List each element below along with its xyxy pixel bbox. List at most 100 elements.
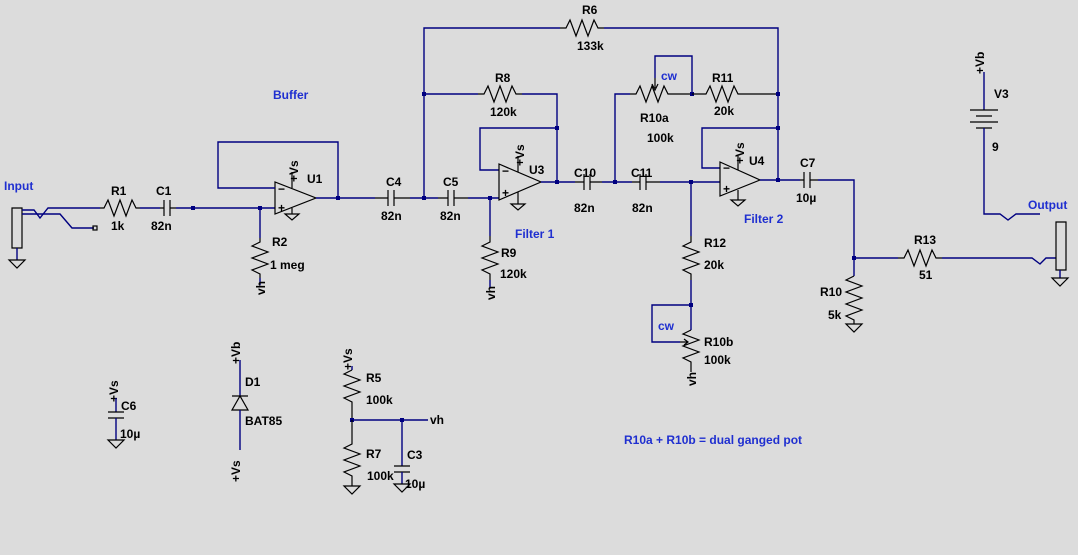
v3-rail: +Vb	[973, 52, 987, 74]
buffer-label: Buffer	[273, 88, 309, 102]
r10a-value: 100k	[647, 131, 674, 145]
ganged-pot-note: R10a + R10b = dual ganged pot	[624, 433, 802, 447]
r10-value: 5k	[828, 308, 842, 322]
d1-value: BAT85	[245, 414, 282, 428]
r10b-name: R10b	[704, 335, 733, 349]
r9-resistor	[480, 236, 500, 280]
u1-name: U1	[307, 172, 323, 186]
filter2-label: Filter 2	[744, 212, 784, 226]
r9-vh: vh	[484, 286, 498, 300]
d1-name: D1	[245, 375, 261, 389]
r10-resistor	[844, 275, 864, 324]
c4-capacitor	[375, 190, 410, 206]
c10-capacitor	[575, 174, 602, 190]
r12-name: R12	[704, 236, 726, 250]
c11-name: C11	[631, 166, 653, 180]
u4-name: U4	[749, 154, 765, 168]
c3-capacitor	[392, 420, 412, 493]
c7-name: C7	[800, 156, 816, 170]
c11-capacitor	[632, 174, 660, 190]
r5-value: 100k	[366, 393, 393, 407]
cw-label-bottom: cw	[658, 319, 675, 333]
r1-value: 1k	[111, 219, 125, 233]
c4-name: C4	[386, 175, 402, 189]
v3-value: 9	[992, 140, 999, 154]
c7-value: 10µ	[796, 191, 816, 205]
r5-resistor	[342, 369, 362, 420]
c3-name: C3	[407, 448, 423, 462]
u4-opamp: − +	[719, 156, 762, 207]
c5-capacitor	[438, 190, 468, 206]
r9-name: R9	[501, 246, 517, 260]
d1-diode	[230, 360, 250, 450]
input-jack	[7, 207, 98, 269]
r2-value: 1 meg	[270, 258, 305, 272]
filter1-label: Filter 1	[515, 227, 555, 241]
r10b-vh: vh	[685, 372, 699, 386]
r10-name: R10	[820, 285, 842, 299]
cw-label-top: cw	[661, 69, 678, 83]
output-jack	[1050, 221, 1070, 287]
r12-value: 20k	[704, 258, 724, 272]
v3-battery	[970, 72, 1040, 221]
c5-value: 82n	[440, 209, 461, 223]
r8-resistor	[478, 84, 522, 104]
u3-supply: +Vs	[513, 144, 527, 166]
r10b-value: 100k	[704, 353, 731, 367]
r13-resistor	[898, 248, 942, 268]
r2-vh: vh	[254, 281, 268, 295]
c1-value: 82n	[151, 219, 172, 233]
r13-name: R13	[914, 233, 936, 247]
svg-text:+: +	[502, 186, 509, 200]
r2-resistor	[250, 238, 270, 278]
u1-opamp: − +	[274, 172, 318, 221]
u4-supply: +Vs	[733, 142, 747, 164]
r13-value: 51	[919, 268, 933, 282]
r12-resistor	[681, 236, 701, 280]
divider-vh: vh	[430, 413, 444, 427]
c5-name: C5	[443, 175, 459, 189]
c10-value: 82n	[574, 201, 595, 215]
r8-value: 120k	[490, 105, 517, 119]
u1-supply: +Vs	[287, 160, 301, 182]
c4-value: 82n	[381, 209, 402, 223]
c6-capacitor	[106, 398, 126, 449]
c6-name: C6	[121, 399, 137, 413]
u3-opamp: − +	[498, 156, 543, 211]
r9-value: 120k	[500, 267, 527, 281]
output-label: Output	[1028, 198, 1067, 212]
r10b-pot	[681, 329, 701, 372]
svg-text:−: −	[723, 161, 730, 175]
c1-name: C1	[156, 184, 172, 198]
r6-name: R6	[582, 3, 598, 17]
d1-rail-bottom: +Vs	[229, 460, 243, 482]
c6-rail: +Vs	[107, 380, 121, 402]
v3-name: V3	[994, 87, 1009, 101]
svg-text:−: −	[278, 182, 285, 196]
r7-resistor	[342, 420, 362, 486]
c7-capacitor	[800, 172, 818, 188]
c3-value: 10µ	[405, 477, 425, 491]
r8-name: R8	[495, 71, 511, 85]
r5-rail: +Vs	[341, 348, 355, 370]
r1-resistor	[100, 198, 140, 218]
c1-capacitor	[160, 200, 176, 216]
c6-value: 10µ	[120, 427, 140, 441]
svg-text:−: −	[502, 164, 509, 178]
r10a-name: R10a	[640, 111, 669, 125]
svg-text:+: +	[723, 182, 730, 196]
r6-resistor	[560, 18, 604, 38]
u3-name: U3	[529, 163, 545, 177]
c10-name: C10	[574, 166, 596, 180]
r1-name: R1	[111, 184, 127, 198]
r11-name: R11	[712, 71, 734, 85]
svg-text:+: +	[278, 201, 285, 215]
r2-name: R2	[272, 235, 288, 249]
d1-rail-top: +Vb	[229, 342, 243, 364]
r6-value: 133k	[577, 39, 604, 53]
r11-resistor	[692, 84, 778, 104]
r10a-pot	[630, 84, 690, 104]
r5-name: R5	[366, 371, 382, 385]
input-label: Input	[4, 179, 33, 193]
